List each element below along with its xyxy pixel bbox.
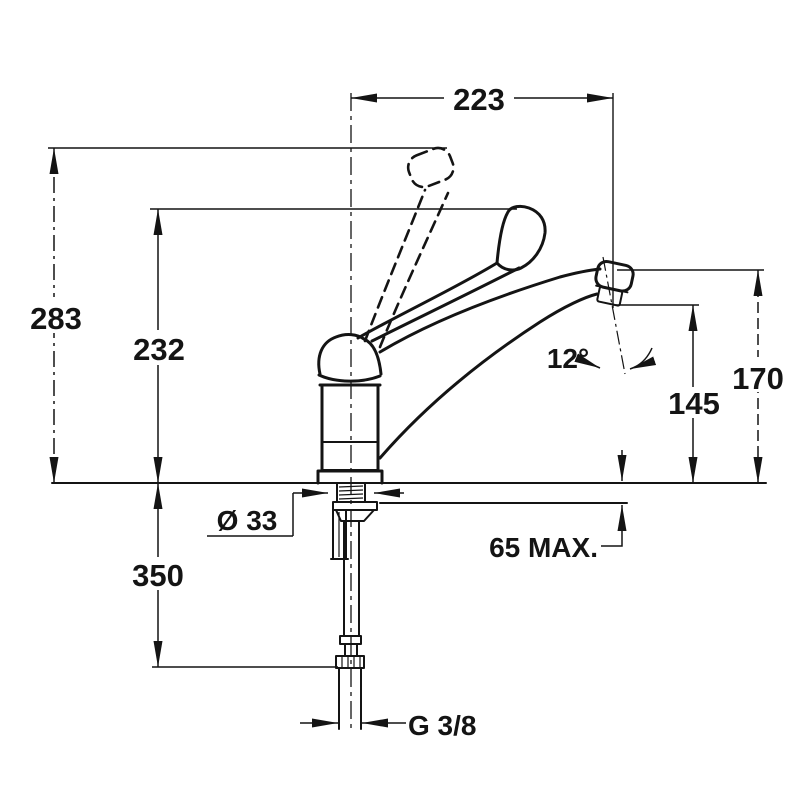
dimension-232-label: 232	[133, 332, 185, 367]
dimension-dia33-label: Ø 33	[217, 505, 278, 536]
dimension-145: 145	[615, 304, 722, 483]
connector-nut	[335, 655, 365, 669]
dimension-dia33: Ø 33	[207, 488, 404, 537]
dimension-283-label: 283	[30, 301, 82, 336]
dimension-65max-label: 65 MAX.	[489, 532, 598, 563]
handle-grip-end	[495, 204, 547, 272]
dimension-232: 232	[128, 208, 517, 483]
dimension-223-label: 223	[453, 82, 505, 117]
dimension-angle-12: 12°	[547, 256, 657, 375]
dimension-g38: G 3/8	[300, 710, 476, 741]
mounting-hardware	[330, 482, 378, 560]
dimension-223: 223	[351, 81, 614, 308]
base-flange	[316, 469, 384, 485]
dimension-g38-label: G 3/8	[408, 710, 476, 741]
dimension-angle-label: 12°	[547, 343, 589, 374]
hose-collar	[339, 635, 362, 645]
faucet-body	[316, 333, 384, 485]
raised-grip-end	[406, 146, 455, 189]
faucet-spout	[378, 259, 635, 460]
dimension-283: 283	[25, 147, 447, 483]
cone-seal	[335, 509, 375, 522]
dimension-170-label: 170	[732, 361, 784, 396]
supply-hose	[335, 520, 365, 730]
faucet-handle	[356, 204, 547, 343]
faucet-handle-raised-dashed	[363, 146, 455, 349]
dimension-65-max: 65 MAX.	[489, 450, 627, 563]
counter-lines	[51, 482, 767, 504]
spout-outlet	[594, 259, 635, 307]
washer	[332, 501, 378, 511]
cartridge-dome	[317, 333, 366, 376]
dimension-350: 350	[126, 483, 338, 668]
angle-reference-line	[602, 256, 626, 375]
aerator	[596, 285, 624, 307]
dimension-170: 170	[617, 269, 790, 483]
dimension-145-label: 145	[668, 386, 720, 421]
dimension-350-label: 350	[132, 558, 184, 593]
